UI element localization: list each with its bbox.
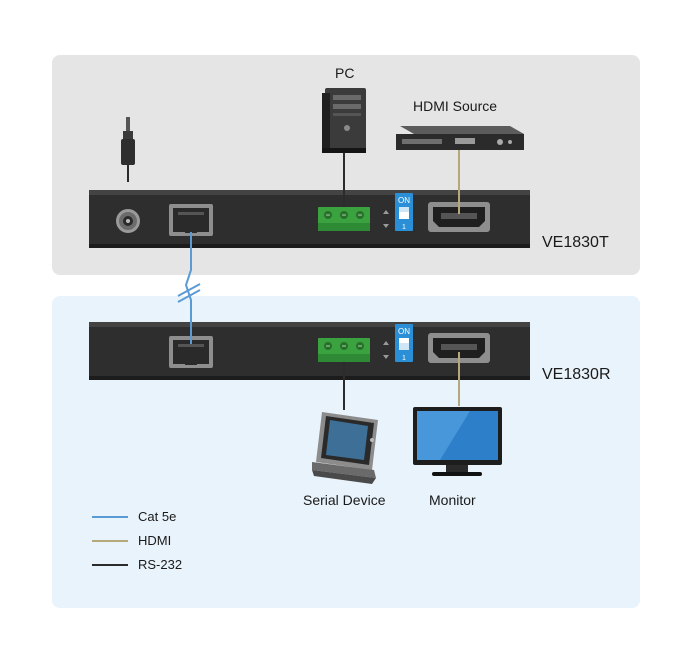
receiver-model-label: VE1830R <box>542 366 611 383</box>
receiver-dip-switch <box>395 324 413 362</box>
power-jack <box>116 209 140 233</box>
receiver-hdmi-port <box>428 333 490 363</box>
hdmi-source-label: HDMI Source <box>413 98 498 114</box>
receiver-switch-on-label: ON <box>398 327 410 336</box>
receiver-device <box>89 322 530 380</box>
receiver-rs232-terminal <box>318 338 389 362</box>
legend-label-hdmi: HDMI <box>138 533 172 548</box>
legend-label-rs232: RS-232 <box>138 557 183 572</box>
transmitter-rj45-port <box>169 204 213 236</box>
power-adapter-icon <box>121 117 135 182</box>
pc-icon <box>322 88 366 153</box>
legend-label-cat5e: Cat 5e <box>138 509 177 524</box>
receiver-rj45-port <box>169 336 213 368</box>
transmitter-switch-num-label: 1 <box>402 224 406 231</box>
transmitter-dip-switch <box>395 193 413 231</box>
pc-label: PC <box>335 65 355 81</box>
receiver-switch-num-label: 1 <box>402 355 406 362</box>
monitor-label: Monitor <box>429 492 476 508</box>
serial-device-icon <box>312 412 378 484</box>
monitor-icon <box>413 407 502 476</box>
cable-break-mark-2 <box>177 289 201 303</box>
transmitter-rs232-terminal <box>318 207 389 231</box>
hdmi-source-icon <box>396 126 524 150</box>
transmitter-switch-on-label: ON <box>398 196 410 205</box>
cat5e-cable <box>184 232 192 344</box>
transmitter-model-label: VE1830T <box>542 234 609 251</box>
serial-device-label: Serial Device <box>303 492 386 508</box>
cable-break-mark-1 <box>177 283 201 297</box>
transmitter-hdmi-port <box>428 202 490 232</box>
